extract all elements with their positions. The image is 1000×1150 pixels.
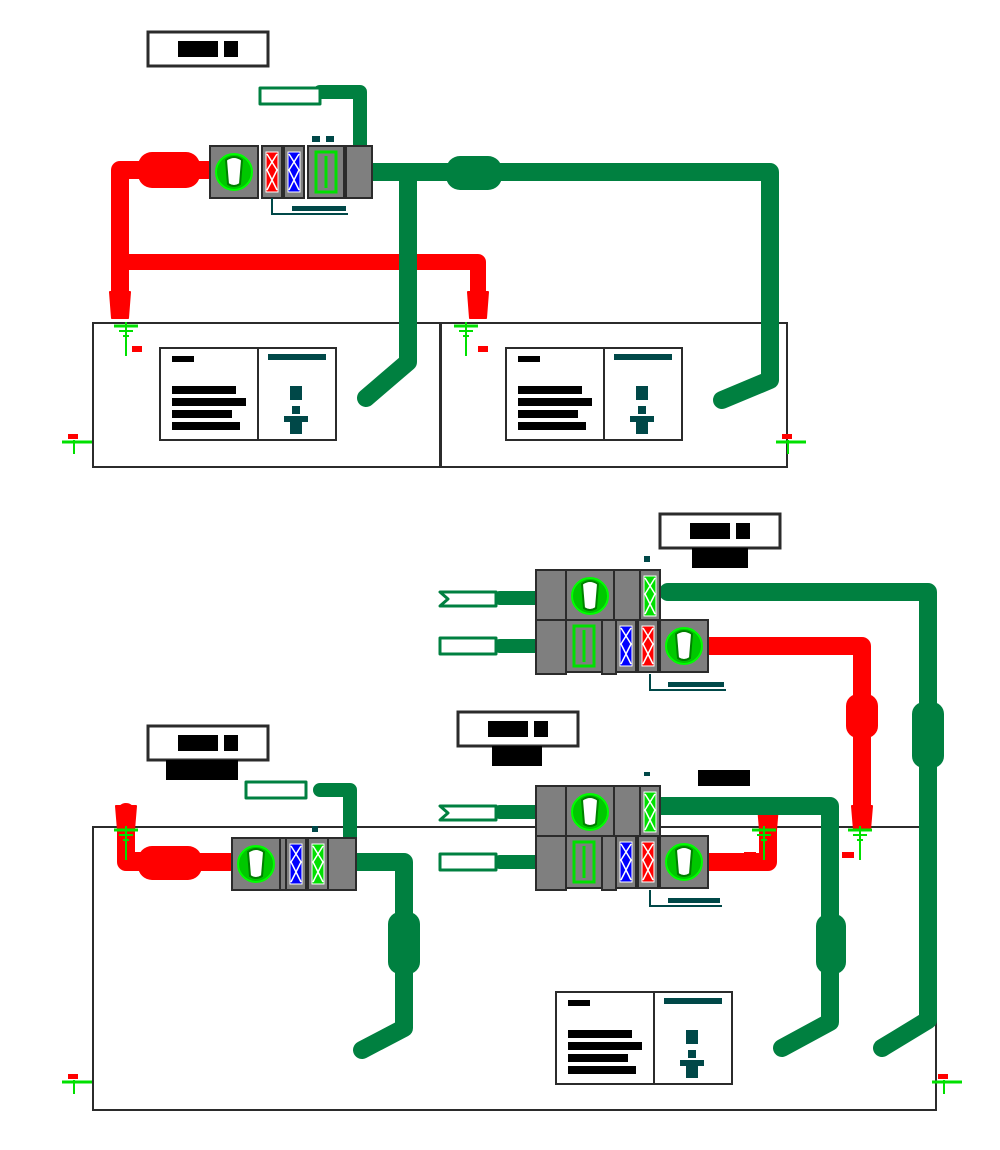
unit-tag-left: [146, 724, 270, 762]
filter-icon: [615, 835, 637, 889]
heating-coil-icon: [261, 145, 283, 199]
ahu-middle-b: [535, 834, 722, 907]
return-duct-top: [258, 85, 779, 409]
unit-tag-middle: [456, 710, 580, 748]
unit-tag-small: [698, 770, 750, 786]
filter-icon: [283, 145, 305, 199]
fan-icon: [209, 145, 259, 199]
ground-symbol-icon: [60, 432, 94, 456]
cooling-coil-icon: [306, 144, 346, 200]
room-info-panel: [555, 991, 733, 1085]
heating-coil-icon: [637, 619, 659, 673]
ahu-middle-a: [535, 772, 661, 839]
ahu-left: [231, 826, 357, 891]
fan-icon: [231, 837, 281, 891]
ahu-upper-right-b: [535, 618, 726, 691]
filter-icon: [615, 619, 637, 673]
ground-symbol-icon: [774, 432, 808, 456]
damper-icon: [564, 834, 604, 890]
fan-icon: [565, 569, 615, 623]
room-upper-right: [440, 322, 788, 468]
return-duct-lower: [244, 583, 944, 1059]
ground-symbol-icon: [452, 320, 480, 358]
fan-icon: [659, 835, 709, 889]
damper-icon: [564, 618, 604, 674]
fan-icon: [659, 619, 709, 673]
room-info-panel: [505, 347, 683, 441]
cooling-coil-icon: [307, 837, 329, 891]
heating-coil-icon: [637, 835, 659, 889]
ahu-upper-right-a: [535, 556, 661, 623]
cooling-coil-icon: [639, 569, 661, 623]
unit-tag-upper-right: [658, 512, 782, 550]
fan-icon: [565, 785, 615, 839]
supply-duct-top: [109, 152, 489, 319]
unit-tag-top: [146, 30, 270, 68]
ground-symbol-icon: [60, 1072, 94, 1096]
cooling-coil-icon: [639, 785, 661, 839]
ahu-top: [209, 136, 373, 215]
filter-icon: [285, 837, 307, 891]
room-info-panel: [159, 347, 337, 441]
